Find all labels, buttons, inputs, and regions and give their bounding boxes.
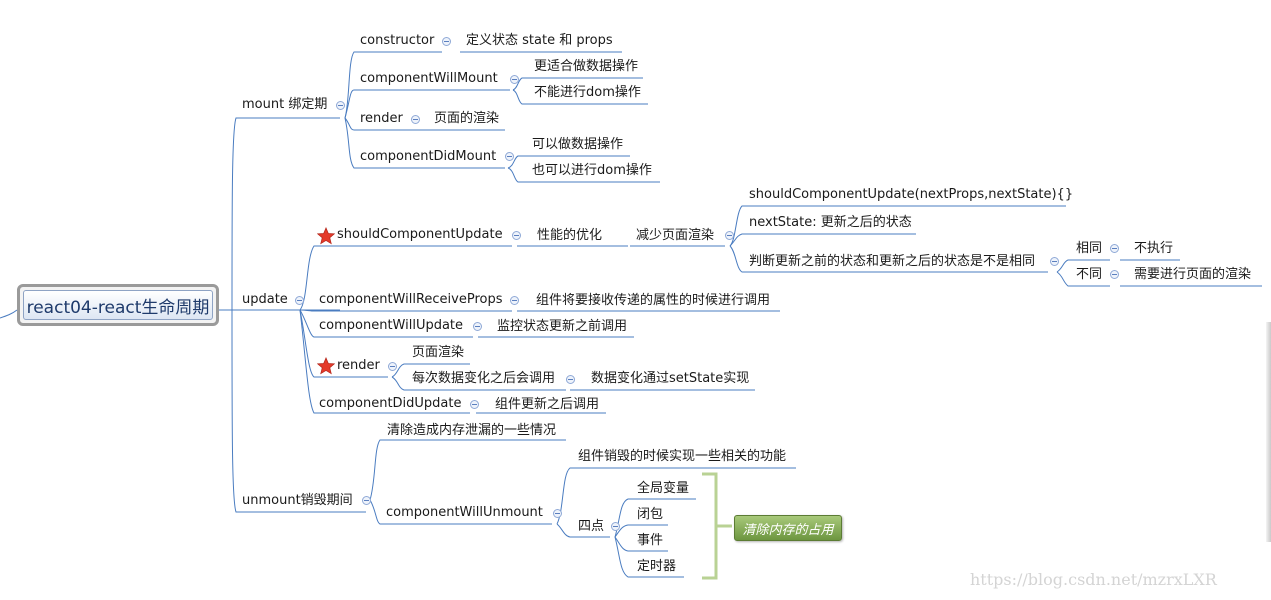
will-unmount-node[interactable]: componentWillUnmount xyxy=(386,505,543,520)
watermark: https://blog.csdn.net/mzrxLXR xyxy=(970,570,1217,589)
will-update-node[interactable]: componentWillUpdate xyxy=(319,318,464,333)
mount-render-node[interactable]: render xyxy=(360,111,403,126)
will-receive-note: 组件将要接收传递的属性的时候进行调用 xyxy=(536,293,771,308)
collapse-icon[interactable] xyxy=(611,522,620,531)
point-global-var: 全局变量 xyxy=(637,481,690,496)
leak-note: 清除造成内存泄漏的一些情况 xyxy=(387,423,557,438)
collapse-icon[interactable] xyxy=(725,231,734,240)
collapse-icon[interactable] xyxy=(512,231,521,240)
will-update-note: 监控状态更新之前调用 xyxy=(497,319,628,334)
collapse-icon[interactable] xyxy=(553,509,562,518)
update-node[interactable]: update xyxy=(242,292,288,307)
update-render-note-1: 页面渲染 xyxy=(412,345,465,360)
should-update-detail-3: 判断更新之前的状态和更新之后的状态是不是相同 xyxy=(749,254,1036,269)
collapse-icon[interactable] xyxy=(362,496,371,505)
will-receive-node[interactable]: componentWillReceiveProps xyxy=(319,292,503,307)
will-mount-node[interactable]: componentWillMount xyxy=(360,71,498,86)
callout-bracket xyxy=(702,472,732,580)
point-timer: 定时器 xyxy=(637,559,677,574)
collapse-icon[interactable] xyxy=(336,101,345,110)
mount-node[interactable]: mount 绑定期 xyxy=(242,97,328,112)
collapse-icon[interactable] xyxy=(473,322,482,331)
point-closure: 闭包 xyxy=(637,507,664,522)
constructor-note: 定义状态 state 和 props xyxy=(466,33,613,48)
collapse-icon[interactable] xyxy=(510,75,519,84)
diff-result: 需要进行页面的渲染 xyxy=(1134,267,1252,282)
should-update-reduce: 减少页面渲染 xyxy=(636,228,715,243)
collapse-icon[interactable] xyxy=(470,400,479,409)
collapse-icon[interactable] xyxy=(1050,257,1059,266)
priority-star-icon xyxy=(317,357,335,375)
callout-label[interactable]: 清除内存的占用 xyxy=(734,515,842,541)
mount-render-note: 页面的渲染 xyxy=(434,111,500,126)
collapse-icon[interactable] xyxy=(388,362,397,371)
diff-branch: 不同 xyxy=(1076,267,1103,282)
should-update-detail-2: nextState: 更新之后的状态 xyxy=(749,215,912,230)
should-update-node[interactable]: shouldComponentUpdate xyxy=(337,227,503,242)
update-render-node[interactable]: render xyxy=(337,358,380,373)
should-update-detail-1: shouldComponentUpdate(nextProps,nextStat… xyxy=(749,187,1074,202)
should-update-perf: 性能的优化 xyxy=(537,228,603,243)
did-mount-node[interactable]: componentDidMount xyxy=(360,149,497,164)
four-points-node[interactable]: 四点 xyxy=(578,519,605,534)
priority-star-icon xyxy=(317,227,335,245)
same-result: 不执行 xyxy=(1134,241,1174,256)
collapse-icon[interactable] xyxy=(411,115,420,124)
did-mount-note-2: 也可以进行dom操作 xyxy=(532,163,652,178)
collapse-icon[interactable] xyxy=(1110,244,1119,253)
update-render-note-3: 数据变化通过setState实现 xyxy=(591,371,750,386)
same-branch: 相同 xyxy=(1076,241,1103,256)
root-label: react04-react生命周期 xyxy=(23,290,213,320)
did-update-node[interactable]: componentDidUpdate xyxy=(319,396,462,411)
window-edge xyxy=(1266,322,1271,542)
unmount-node[interactable]: unmount销毁期间 xyxy=(242,493,353,508)
collapse-icon[interactable] xyxy=(1110,270,1119,279)
will-mount-note-2: 不能进行dom操作 xyxy=(534,85,641,100)
collapse-icon[interactable] xyxy=(566,375,575,384)
root-node[interactable]: react04-react生命周期 xyxy=(17,284,219,326)
did-update-note: 组件更新之后调用 xyxy=(495,397,600,412)
collapse-icon[interactable] xyxy=(442,37,451,46)
collapse-icon[interactable] xyxy=(510,296,519,305)
collapse-icon[interactable] xyxy=(505,152,514,161)
collapse-icon[interactable] xyxy=(295,296,304,305)
will-mount-note-1: 更适合做数据操作 xyxy=(534,59,639,74)
constructor-node[interactable]: constructor xyxy=(360,33,435,48)
did-mount-note-1: 可以做数据操作 xyxy=(532,137,624,152)
update-render-note-2: 每次数据变化之后会调用 xyxy=(412,371,556,386)
point-event: 事件 xyxy=(637,533,664,548)
will-unmount-note: 组件销毁的时候实现一些相关的功能 xyxy=(578,449,787,464)
